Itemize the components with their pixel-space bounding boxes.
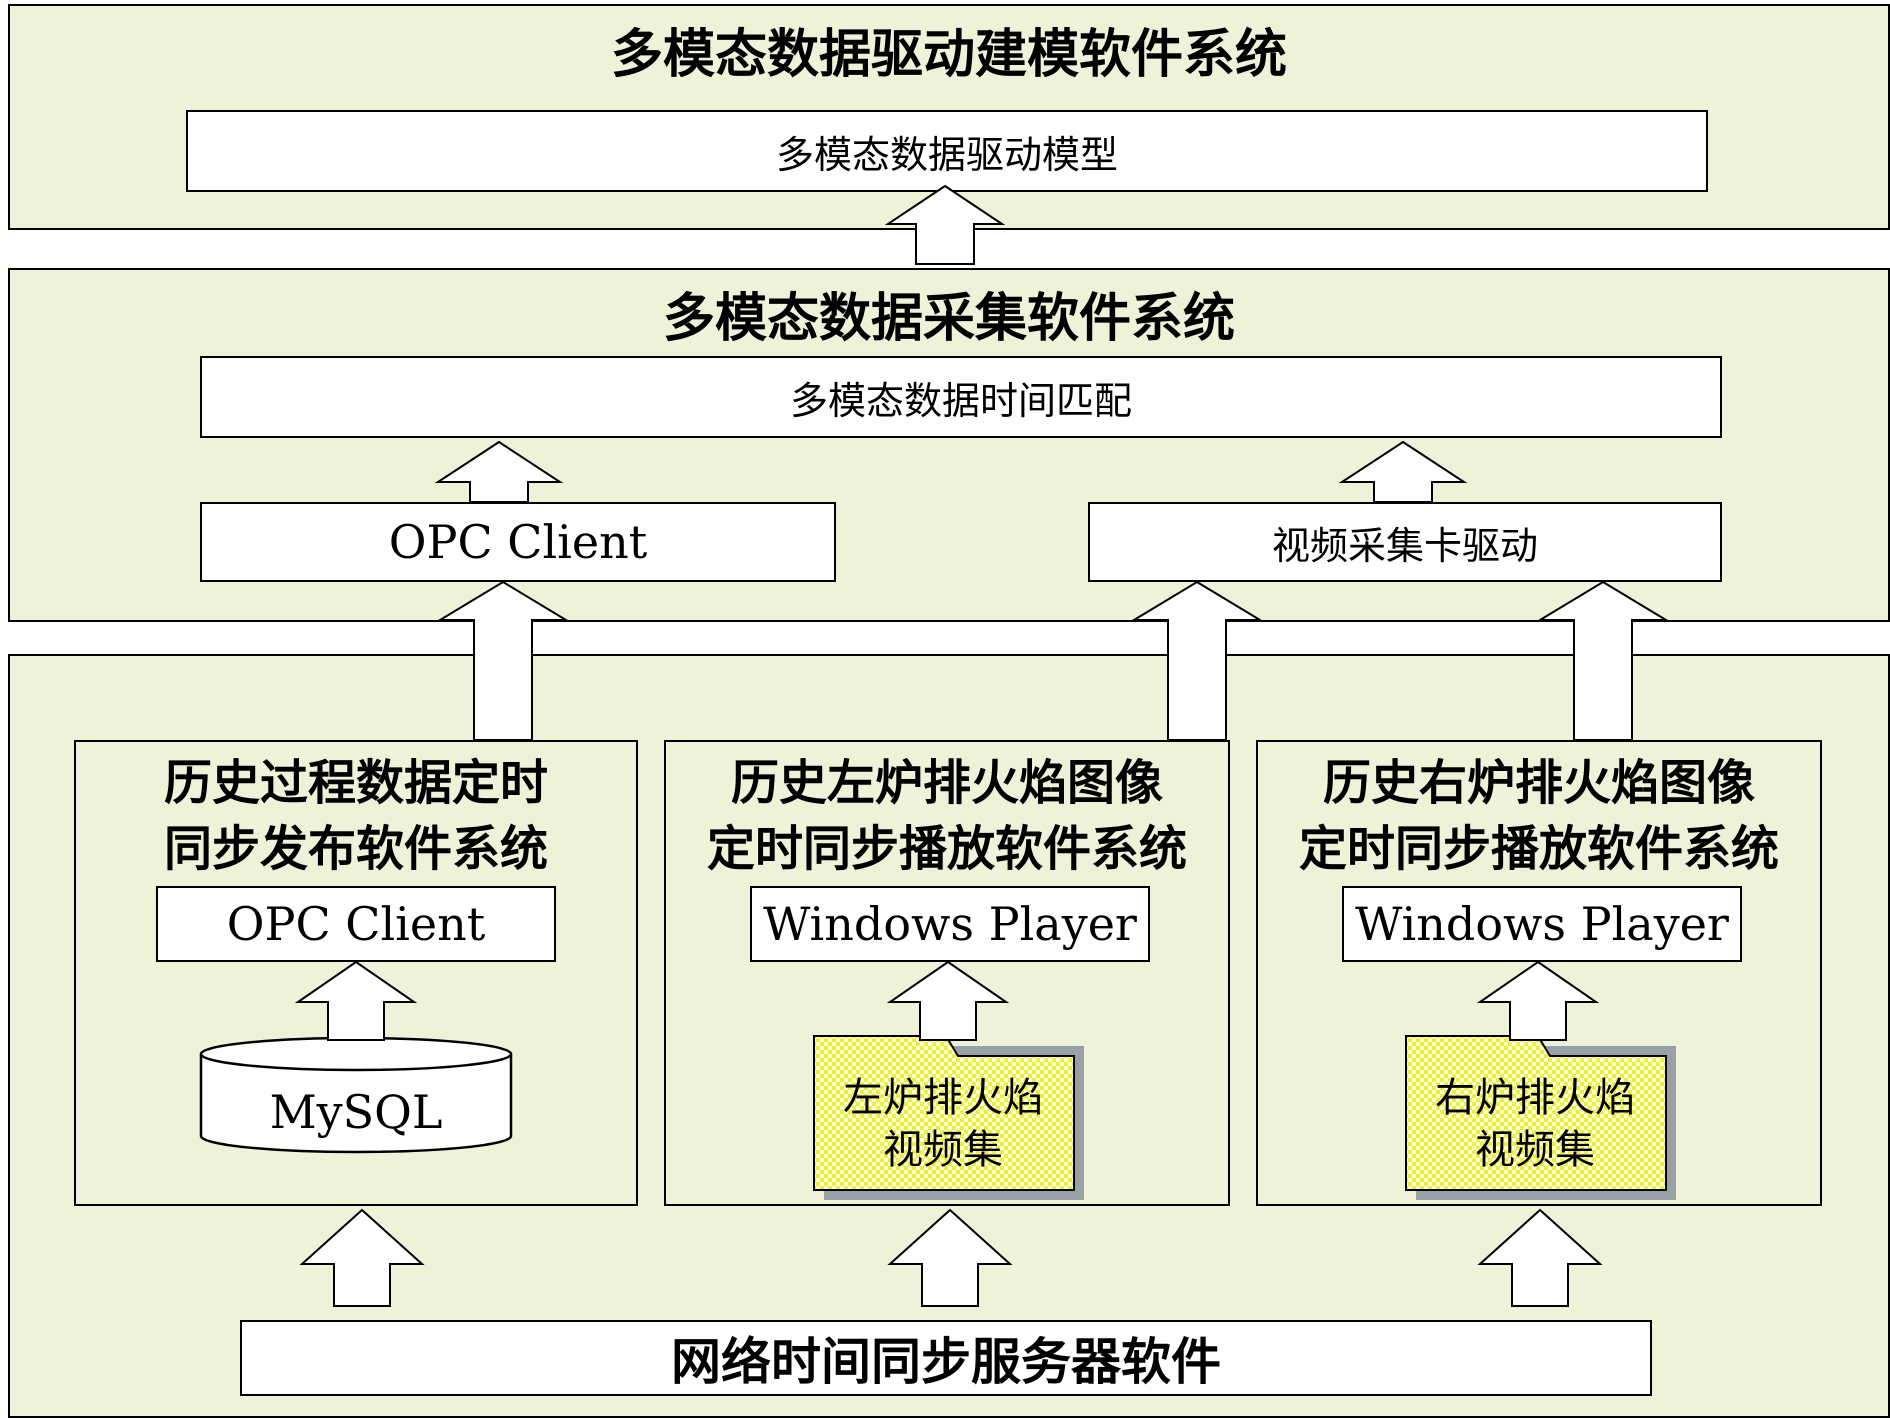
- modeling-system-title: 多模态数据驱动建模软件系统: [610, 25, 1287, 85]
- folder-icon: [1405, 1035, 1676, 1200]
- left-flame-video-folder: 左炉排火焰 视频集: [812, 1034, 1084, 1200]
- arrow-ntp-to-subsystem3: [1477, 1208, 1603, 1307]
- arrow-opc-to-timematch: [434, 440, 564, 503]
- arrow-model-to-driven: [884, 184, 1006, 265]
- data-driven-model-box: 多模态数据驱动模型: [186, 110, 1708, 192]
- folder-label-line1: 右炉排火焰: [1435, 1075, 1635, 1121]
- acquisition-system-title: 多模态数据采集软件系统: [662, 289, 1235, 349]
- arrow-mysql-to-opc: [294, 960, 418, 1041]
- right-flame-video-folder: 右炉排火焰 视频集: [1404, 1034, 1676, 1200]
- acquisition-system-panel: 多模态数据采集软件系统 多模态数据时间匹配 OPC Client 视频采集卡驱动: [8, 268, 1890, 622]
- arrow-video-to-timematch: [1338, 440, 1468, 503]
- video-capture-driver-box: 视频采集卡驱动: [1088, 502, 1722, 582]
- ntp-server-box: 网络时间同步服务器软件: [240, 1320, 1652, 1396]
- subsystem-title-line2: 同步发布软件系统: [163, 821, 548, 877]
- subsystem-title-line1: 历史右炉排火焰图像: [1322, 755, 1755, 811]
- opc-client-box: OPC Client: [200, 502, 836, 582]
- arrow-ntp-to-subsystem1: [299, 1208, 425, 1307]
- mysql-label: MySQL: [269, 1085, 443, 1139]
- left-flame-video-subsystem: 历史左炉排火焰图像 定时同步播放软件系统 Windows Player: [664, 740, 1230, 1206]
- folder-icon: [813, 1035, 1084, 1200]
- time-match-box: 多模态数据时间匹配: [200, 356, 1722, 438]
- arrow-subsystem2-to-driver: [1130, 580, 1264, 741]
- arrow-subsystem1-to-opc: [436, 580, 570, 741]
- arrow-leftfolder-to-player: [886, 960, 1010, 1041]
- subsystem-title-line2: 定时同步播放软件系统: [1298, 821, 1779, 877]
- process-data-publisher-subsystem: 历史过程数据定时 同步发布软件系统 OPC Client: [74, 740, 638, 1206]
- opc-client-component-box: OPC Client: [156, 886, 556, 962]
- folder-label-line2: 视频集: [1475, 1127, 1595, 1173]
- database-icon: [199, 1036, 513, 1154]
- windows-player-box: Windows Player: [750, 886, 1150, 962]
- arrow-rightfolder-to-player: [1476, 960, 1600, 1041]
- arrow-subsystem3-to-driver: [1536, 580, 1670, 741]
- arrow-ntp-to-subsystem2: [887, 1208, 1013, 1307]
- subsystem-title-line1: 历史左炉排火焰图像: [730, 755, 1163, 811]
- folder-label-line1: 左炉排火焰: [843, 1075, 1043, 1121]
- mysql-database: MySQL: [198, 1036, 514, 1156]
- subsystem-title-line1: 历史过程数据定时: [163, 755, 548, 811]
- subsystem-title-line2: 定时同步播放软件系统: [706, 821, 1187, 877]
- folder-label-line2: 视频集: [883, 1127, 1003, 1173]
- windows-player-box: Windows Player: [1342, 886, 1742, 962]
